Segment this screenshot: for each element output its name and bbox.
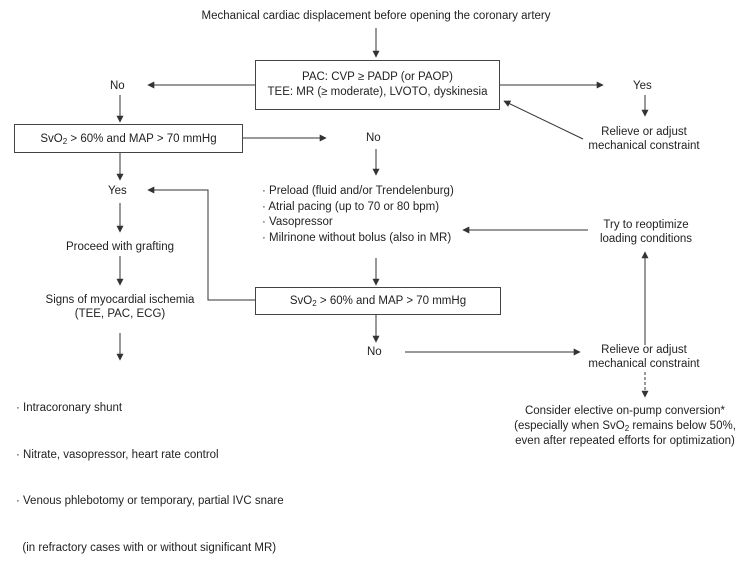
ischemia-action-item: · Intracoronary shunt <box>16 402 123 414</box>
relieve-node-1: Relieve or adjust mechanical constraint <box>574 125 714 153</box>
svo2-1-sub: 2 <box>62 137 68 146</box>
conversion-line2-pre: (especially when SvO <box>514 420 625 432</box>
conversion-line2-sub: 2 <box>624 424 630 433</box>
svo2-check-box-1: SvO2 > 60% and MAP > 70 mmHg <box>14 124 243 153</box>
conversion-line2-post: remains below 50%, <box>629 420 736 432</box>
ischemia-action-item: (in refractory cases with or without sig… <box>16 541 277 554</box>
svo2-check-2-text: SvO2 > 60% and MAP > 70 mmHg <box>256 294 500 308</box>
flowchart-edges <box>116 28 649 398</box>
relieve-1-line1: Relieve or adjust <box>601 126 687 138</box>
reoptimize-line1: Try to reoptimize <box>603 219 689 231</box>
relieve-1-line2: mechanical constraint <box>588 140 700 152</box>
svo2-2-sub: 2 <box>312 299 317 308</box>
no-label-3: No <box>367 346 382 358</box>
ischemia-node: Signs of myocardial ischemia (TEE, PAC, … <box>20 293 220 321</box>
ischemia-action-item: · Venous phlebotomy or temporary, partia… <box>16 495 284 507</box>
svo2-2-pre: SvO <box>289 295 313 307</box>
svo2-check-box-2: SvO2 > 60% and MAP > 70 mmHg <box>255 287 501 315</box>
svo2-2-post: > 60% and MAP > 70 mmHg <box>316 295 467 307</box>
ischemia-line2: (TEE, PAC, ECG) <box>74 308 166 320</box>
conversion-line3: even after repeated efforts for optimiza… <box>515 435 735 447</box>
conversion-node: Consider elective on-pump conversion* (e… <box>510 404 740 449</box>
relieve-node-2: Relieve or adjust mechanical constraint <box>574 343 714 371</box>
start-node: Mechanical cardiac displacement before o… <box>201 10 551 22</box>
conversion-line2: (especially when SvO2 remains below 50%, <box>510 419 740 434</box>
relieve-2-line1: Relieve or adjust <box>601 344 687 356</box>
intervention-item: · Vasopressor <box>262 216 333 228</box>
ischemia-actions-list: · Intracoronary shunt · Nitrate, vasopre… <box>16 370 284 587</box>
intervention-item: · Milrinone without bolus (also in MR) <box>262 231 452 244</box>
yes-label-2: Yes <box>108 185 127 197</box>
ischemia-line1: Signs of myocardial ischemia <box>45 294 195 306</box>
no-label-2: No <box>366 132 381 144</box>
flowchart: Mechanical cardiac displacement before o… <box>14 10 740 554</box>
relieve-2-line2: mechanical constraint <box>588 358 700 370</box>
intervention-item: · Atrial pacing (up to 70 or 80 bpm) <box>262 200 440 213</box>
conversion-line1: Consider elective on-pump conversion* <box>524 405 726 417</box>
svo2-1-post: > 60% and MAP > 70 mmHg <box>67 133 217 145</box>
yes-label-1: Yes <box>633 80 652 92</box>
svo2-1-pre: SvO <box>40 133 63 145</box>
grafting-node: Proceed with grafting <box>65 241 175 253</box>
ischemia-action-item: · Nitrate, vasopressor, heart rate contr… <box>16 448 219 461</box>
pac-check-line2: TEE: MR (≥ moderate), LVOTO, dyskinesia <box>267 86 488 98</box>
svo2-check-1-text: SvO2 > 60% and MAP > 70 mmHg <box>15 132 242 146</box>
pac-tee-check-box: PAC: CVP ≥ PADP (or PAOP) TEE: MR (≥ mod… <box>255 60 500 110</box>
no-label-1: No <box>110 80 125 92</box>
pac-check-line1: PAC: CVP ≥ PADP (or PAOP) <box>302 71 453 83</box>
edge-relieve-to-pac <box>503 100 584 140</box>
reoptimize-node: Try to reoptimize loading conditions <box>586 218 706 246</box>
interventions-list: · Preload (fluid and/or Trendelenburg) ·… <box>262 184 454 246</box>
intervention-item: · Preload (fluid and/or Trendelenburg) <box>262 185 454 197</box>
reoptimize-line2: loading conditions <box>599 233 693 245</box>
edge-svo2-back-to-yes <box>147 186 255 301</box>
